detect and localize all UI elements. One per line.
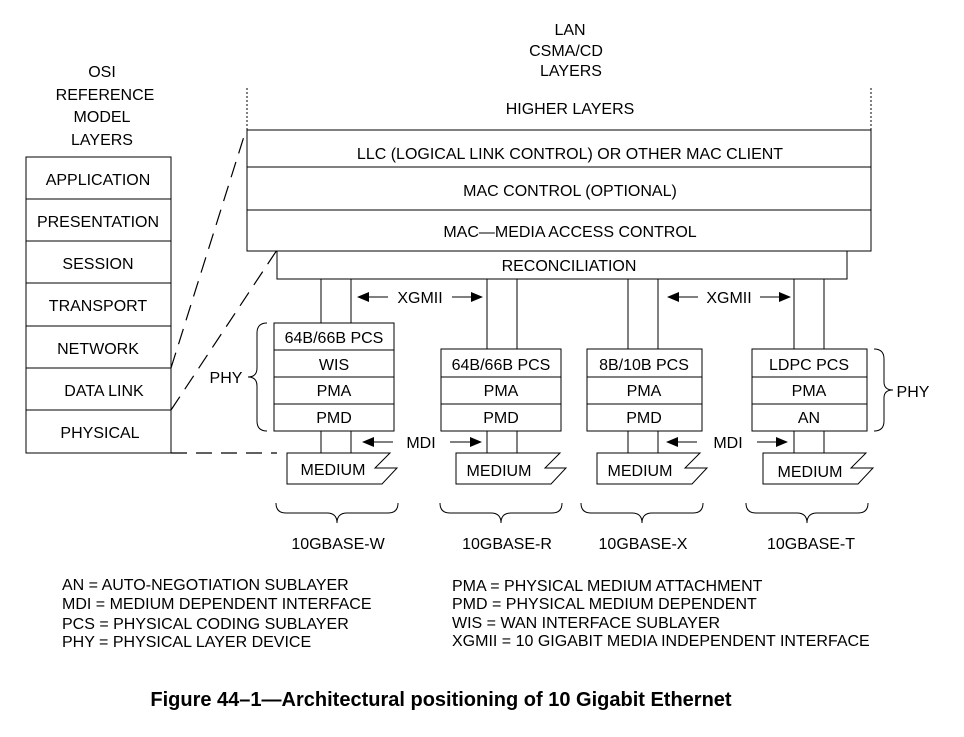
osi-stack-frame (25, 156, 172, 454)
medium-w: MEDIUM (286, 452, 399, 485)
sublayer-pma: PMA (792, 383, 827, 400)
osi-layer-session: SESSION (62, 256, 133, 273)
higher-layers-label: HIGHER LAYERS (506, 101, 635, 118)
sublayer-pma: PMA (484, 383, 519, 400)
reconciliation-label: RECONCILIATION (502, 258, 637, 275)
phy-10gbase-t: LDPC PCS PMA AN (751, 348, 868, 432)
mdi-label: MDI (713, 435, 742, 452)
sublayer-pmd: PMD (626, 410, 662, 427)
mdi-interfaces: MDI MDI (320, 431, 825, 453)
osi-title-line: OSI (88, 64, 116, 81)
reconciliation-block (276, 250, 848, 280)
phy-names: 10GBASE-W 10GBASE-R 10GBASE-X 10GBASE-T (291, 536, 855, 553)
medium-x: MEDIUM (596, 452, 709, 485)
sublayer-pmd: PMD (316, 410, 352, 427)
phy-name-10gbase-x: 10GBASE-X (599, 536, 688, 553)
lan-title-line: LAYERS (540, 63, 602, 80)
phy-group-braces (275, 502, 869, 524)
phy-braces: PHY PHY (210, 322, 930, 432)
osi-layer-application: APPLICATION (46, 172, 151, 189)
abbreviation-legend: AN = AUTO-NEGOTIATION SUBLAYER MDI = MED… (62, 577, 870, 651)
lan-title-line: CSMA/CD (529, 43, 603, 60)
osi-layer-network: NETWORK (57, 341, 139, 358)
medium-r: MEDIUM (455, 452, 568, 485)
legend-entry: PMA = PHYSICAL MEDIUM ATTACHMENT (452, 578, 763, 595)
phy-name-10gbase-r: 10GBASE-R (462, 536, 552, 553)
media-row: MEDIUM MEDIUM MEDIUM MEDIUM (286, 452, 875, 485)
sublayer-pcs: 64B/66B PCS (452, 357, 551, 374)
osi-title-line: REFERENCE (56, 87, 155, 104)
phy-name-10gbase-w: 10GBASE-W (291, 536, 385, 553)
sublayer-an: AN (798, 410, 820, 427)
medium-label: MEDIUM (778, 464, 843, 481)
legend-entry: PMD = PHYSICAL MEDIUM DEPENDENT (452, 596, 757, 613)
mac-layers-block (246, 129, 872, 252)
sublayer-pma: PMA (317, 383, 352, 400)
osi-title-line: LAYERS (71, 132, 133, 149)
figure-caption: Figure 44–1—Architectural positioning of… (150, 689, 732, 711)
mac-control-label: MAC CONTROL (OPTIONAL) (463, 183, 677, 200)
medium-label: MEDIUM (301, 462, 366, 479)
phy-10gbase-r: 64B/66B PCS PMA PMD (440, 348, 562, 432)
osi-model: OSI REFERENCE MODEL LAYERS APPLICATION P… (25, 64, 172, 454)
lan-title-line: LAN (554, 22, 585, 39)
osi-layer-presentation: PRESENTATION (37, 214, 159, 231)
xgmii-label: XGMII (706, 290, 751, 307)
sublayer-pmd: PMD (483, 410, 519, 427)
mdi-label: MDI (406, 435, 435, 452)
osi-title-line: MODEL (74, 109, 131, 126)
legend-entry: PHY = PHYSICAL LAYER DEVICE (62, 634, 311, 651)
osi-layer-transport: TRANSPORT (49, 298, 148, 315)
osi-to-lan-mapping-lines (170, 129, 278, 454)
legend-entry: PCS = PHYSICAL CODING SUBLAYER (62, 616, 349, 633)
sublayer-wis: WIS (319, 357, 349, 374)
osi-layer-physical: PHYSICAL (60, 425, 139, 442)
legend-entry: WIS = WAN INTERFACE SUBLAYER (452, 615, 720, 632)
phy-label-left: PHY (210, 370, 243, 387)
mac-label: MAC—MEDIA ACCESS CONTROL (443, 224, 696, 241)
sublayer-pcs: 64B/66B PCS (285, 330, 384, 347)
legend-entry: XGMII = 10 GIGABIT MEDIA INDEPENDENT INT… (452, 633, 870, 650)
phy-10gbase-w: 64B/66B PCS WIS PMA PMD (273, 322, 395, 432)
llc-label: LLC (LOGICAL LINK CONTROL) OR OTHER MAC … (357, 146, 783, 163)
medium-label: MEDIUM (608, 463, 673, 480)
xgmii-label: XGMII (397, 290, 442, 307)
phy-label-right: PHY (897, 384, 930, 401)
legend-entry: MDI = MEDIUM DEPENDENT INTERFACE (62, 596, 372, 613)
osi-layer-data-link: DATA LINK (64, 383, 144, 400)
xgmii-interfaces: XGMII XGMII (320, 279, 825, 349)
medium-label: MEDIUM (467, 463, 532, 480)
lan-stack: LAN CSMA/CD LAYERS HIGHER LAYERS LLC (LO… (246, 22, 872, 280)
phy-10gbase-x: 8B/10B PCS PMA PMD (586, 348, 703, 432)
phy-name-10gbase-t: 10GBASE-T (767, 536, 855, 553)
medium-t: MEDIUM (762, 452, 875, 485)
sublayer-pcs: LDPC PCS (769, 357, 849, 374)
sublayer-pcs: 8B/10B PCS (599, 357, 689, 374)
sublayer-pma: PMA (627, 383, 662, 400)
legend-entry: AN = AUTO-NEGOTIATION SUBLAYER (62, 577, 349, 594)
